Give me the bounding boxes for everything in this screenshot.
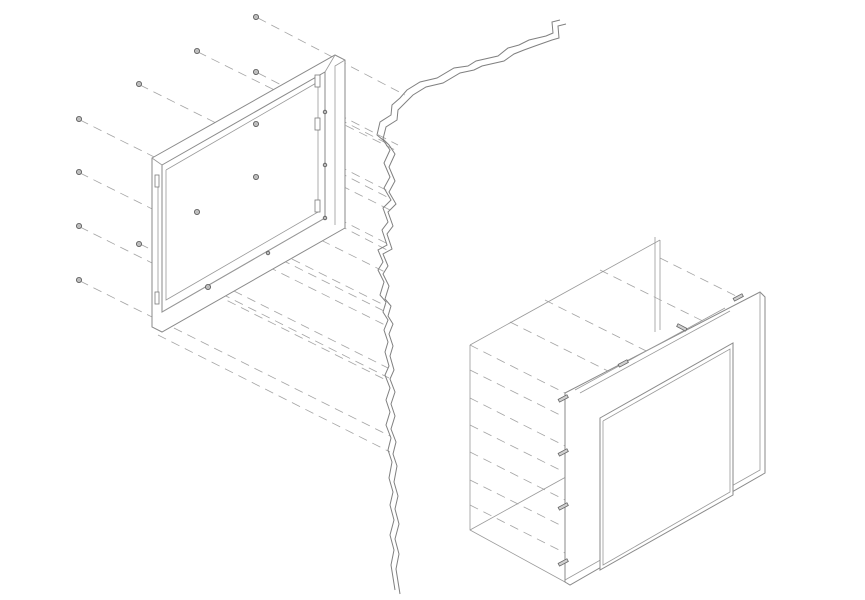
screw-icon — [76, 276, 83, 283]
screw-icon — [252, 13, 259, 20]
projection-line — [324, 217, 390, 252]
screw-icon — [252, 69, 259, 76]
projection-line — [469, 397, 566, 447]
monitor-screen — [599, 342, 734, 571]
screw-icon — [135, 81, 142, 88]
screw-icon — [76, 116, 83, 123]
mounting-studs — [557, 293, 744, 567]
screw-icon — [252, 121, 259, 128]
mounting-frame — [151, 54, 346, 333]
projection-line — [509, 321, 623, 379]
stud-icon — [676, 323, 688, 332]
projection-line — [469, 369, 561, 416]
projection-line — [257, 124, 391, 193]
frame-hole — [322, 162, 328, 168]
projection-line — [659, 257, 741, 299]
stud-icon — [557, 448, 569, 457]
frame-slot — [154, 174, 160, 188]
projection-line — [157, 334, 391, 453]
stud-icon — [557, 394, 569, 403]
frame-slot — [314, 74, 321, 88]
stud-icon — [557, 558, 569, 567]
projection-line — [469, 424, 561, 471]
projection-line — [324, 111, 393, 147]
projection-line — [207, 286, 390, 379]
screw-icon — [193, 48, 200, 55]
screw-icon — [204, 283, 211, 290]
frame-screws — [76, 13, 259, 290]
frame-hole — [265, 250, 271, 256]
frame-hole — [322, 109, 328, 115]
screw-icon — [135, 240, 142, 247]
projection-line — [79, 280, 391, 437]
stud-icon — [617, 359, 629, 368]
screw-icon — [76, 168, 83, 175]
projection-line — [257, 177, 389, 245]
screw-icon — [252, 173, 259, 180]
projection-line — [469, 451, 566, 501]
frame-slot — [314, 199, 321, 213]
wall-cutout — [376, 19, 567, 595]
stud-icon — [557, 502, 569, 511]
screw-icon — [193, 208, 200, 215]
screw-icon — [76, 222, 83, 229]
frame-slot — [314, 117, 321, 131]
projection-line — [469, 479, 561, 526]
projection-line — [469, 344, 566, 394]
projection-line — [79, 226, 389, 382]
projection-line — [324, 164, 392, 200]
stud-icon — [732, 293, 744, 302]
projection-line — [267, 252, 389, 314]
frame-slot — [154, 291, 160, 305]
panel-monitor — [564, 291, 766, 586]
frame-hole — [322, 215, 328, 221]
projection-line — [469, 504, 566, 554]
